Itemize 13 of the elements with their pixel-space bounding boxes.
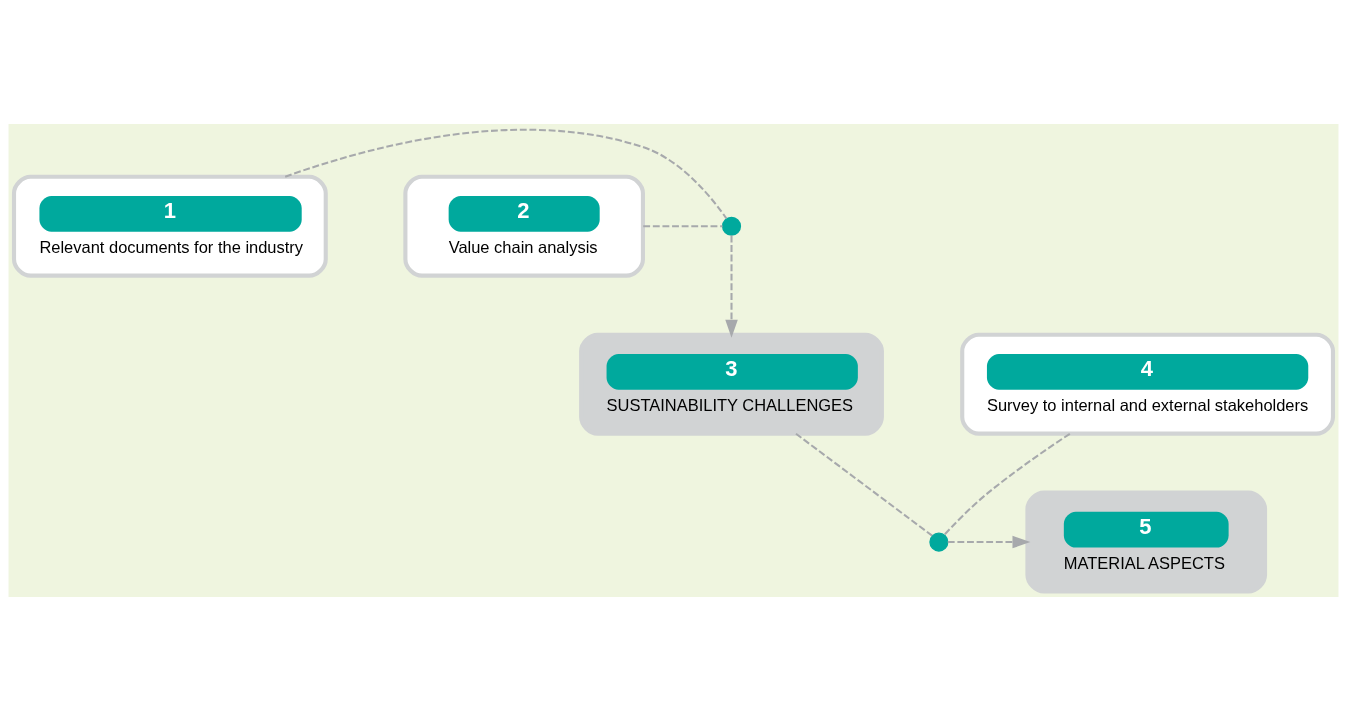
node-box: 3 SUSTAINABILITY CHALLENGES [579, 332, 884, 436]
node-box: 2 Value chain analysis [403, 174, 645, 278]
node-box: 4 Survey to internal and external stakeholders [960, 332, 1336, 436]
connector [284, 128, 728, 219]
node-box: 5 MATERIAL ASPECTS [1025, 490, 1268, 594]
arrow [947, 535, 1031, 549]
connector [943, 432, 1071, 536]
arrow [725, 235, 738, 338]
connector [643, 225, 723, 228]
node-box: 1 Relevant documents for the industry [11, 174, 328, 278]
node-cross [929, 532, 949, 552]
node-cross [721, 216, 742, 236]
connector [795, 432, 933, 537]
